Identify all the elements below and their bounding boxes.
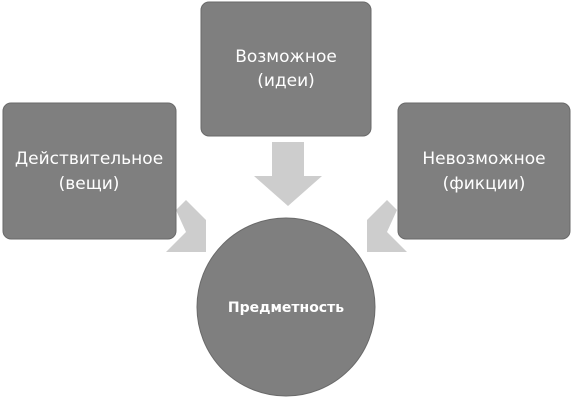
node-actual-title: Действительное [15,149,163,169]
node-actual: Действительное (вещи) [2,102,177,240]
node-objectness: Предметность [196,217,376,397]
node-possible-subtitle: (идеи) [257,71,315,91]
node-impossible-title: Невозможное [422,149,545,169]
arrow-top-to-center [254,142,322,206]
node-actual-subtitle: (вещи) [59,174,120,194]
node-possible-title: Возможное [235,47,337,67]
node-impossible: Невозможное (фикции) [397,102,571,240]
node-objectness-label: Предметность [228,300,344,316]
node-possible: Возможное (идеи) [200,1,372,137]
arrow-left-to-center [166,200,206,252]
node-impossible-subtitle: (фикции) [443,174,526,194]
arrow-right-to-center [367,200,407,252]
